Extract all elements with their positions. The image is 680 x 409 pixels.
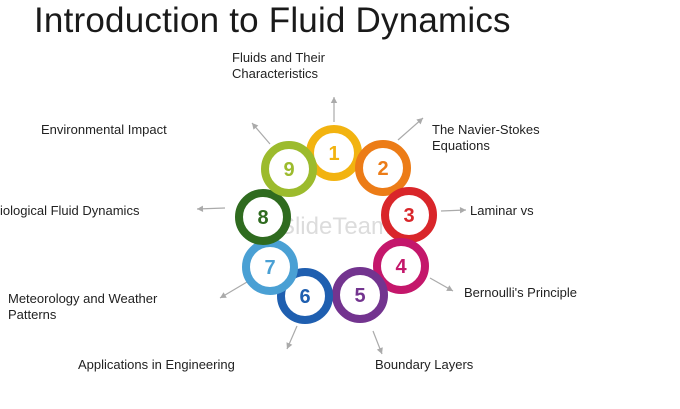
page-title: Introduction to Fluid Dynamics: [34, 1, 511, 40]
step-label-2-line-2: Equations: [432, 138, 490, 153]
ring-circle-8: [235, 189, 291, 245]
step-label-1-line-1: Fluids and Their: [232, 50, 325, 65]
step-number-9: 9: [283, 159, 294, 181]
step-number-5: 5: [354, 285, 365, 307]
step-ring-8: 8: [235, 189, 291, 245]
step-ring-1: 1: [306, 125, 362, 181]
step-ring-3: 3: [381, 187, 437, 243]
step-number-6: 6: [299, 286, 310, 308]
ring-circle-2: [355, 140, 411, 196]
ring-circle-9: [261, 141, 317, 197]
arrow-head-3: [459, 207, 466, 214]
arrow-head-6: [286, 342, 293, 349]
ring-circle-6: [277, 268, 333, 324]
step-ring-9: 9: [261, 141, 317, 197]
arrow-head-1: [330, 97, 338, 103]
watermark-text: SlideTeam: [279, 213, 391, 240]
step-ring-2: 2: [355, 140, 411, 196]
step-number-1: 1: [328, 143, 339, 165]
arrow-head-5: [376, 347, 383, 354]
arrow-head-2: [416, 118, 423, 125]
ring-circle-4: [373, 238, 429, 294]
step-number-8: 8: [257, 207, 268, 229]
step-label-2-line-1: The Navier-Stokes: [432, 122, 540, 137]
step-label-4: Bernoulli's Principle: [464, 285, 577, 301]
step-label-7-line-1: Meteorology and Weather: [8, 291, 158, 306]
step-number-2: 2: [377, 158, 388, 180]
step-number-3: 3: [403, 205, 414, 227]
step-label-6-line-1: Applications in Engineering: [78, 357, 235, 372]
step-label-1-line-2: Characteristics: [232, 66, 318, 81]
step-ring-4: 4: [373, 238, 429, 294]
step-number-4: 4: [395, 256, 407, 278]
step-label-8: iological Fluid Dynamics: [0, 203, 139, 219]
step-label-8-line-1: iological Fluid Dynamics: [0, 203, 140, 218]
step-label-9: Environmental Impact: [41, 122, 167, 138]
arrow-head-7: [220, 292, 227, 298]
arrow-head-4: [446, 285, 453, 291]
arrow-head-8: [197, 205, 204, 212]
ring-circle-3: [381, 187, 437, 243]
step-ring-5: 5: [332, 267, 388, 323]
step-number-7: 7: [264, 257, 275, 279]
step-label-9-line-1: Environmental Impact: [41, 122, 167, 137]
step-label-7-line-2: Patterns: [8, 307, 57, 322]
ring-circle-5: [332, 267, 388, 323]
step-label-6: Applications in Engineering: [78, 357, 235, 373]
step-label-3: Laminar vs: [470, 203, 534, 219]
arrow-head-9: [252, 123, 259, 130]
step-label-5-line-1: Boundary Layers: [375, 357, 474, 372]
step-ring-7: 7: [242, 239, 298, 295]
step-ring-6: 6: [277, 268, 333, 324]
step-label-5: Boundary Layers: [375, 357, 473, 373]
step-label-4-line-1: Bernoulli's Principle: [464, 285, 578, 300]
step-label-3-line-1: Laminar vs: [470, 203, 534, 218]
